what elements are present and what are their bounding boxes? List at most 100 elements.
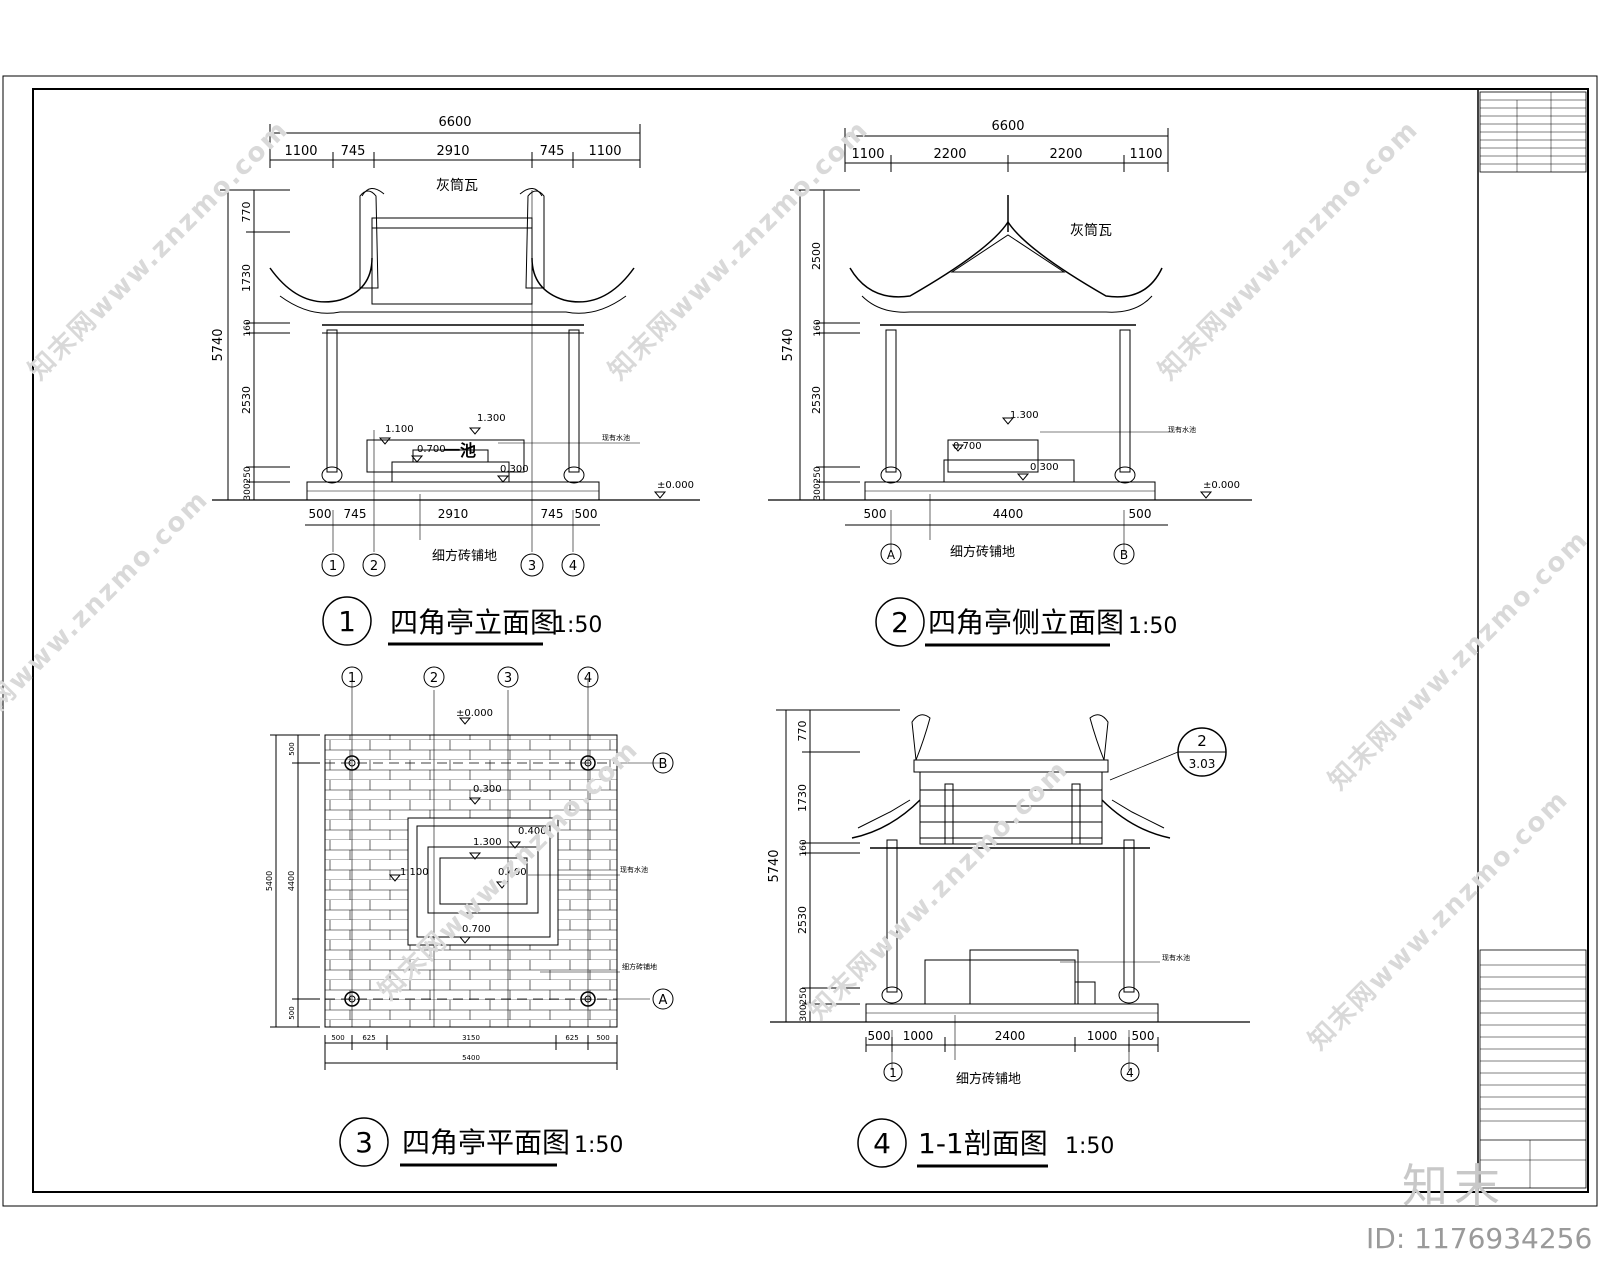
- v1-left-dim: 160: [243, 319, 253, 336]
- v4-left-dim: 160: [799, 839, 809, 856]
- v1-level: 0.300: [500, 464, 529, 475]
- v2-top-total: 6600: [991, 119, 1024, 134]
- v2-left-dim: 300: [813, 483, 823, 500]
- view-plan: [270, 666, 674, 1167]
- v2-top-dim: 2200: [1049, 147, 1082, 162]
- v3-left-total: 5400: [265, 871, 274, 891]
- v3-bottom-total: 5400: [462, 1054, 480, 1062]
- v3-axis-label: B: [659, 757, 668, 772]
- v1-top-dim: 2910: [436, 144, 469, 159]
- v4-axis-label: 4: [1126, 1066, 1134, 1080]
- v1-level: 0.700: [417, 444, 446, 455]
- v2-top-dim: 1100: [1129, 147, 1162, 162]
- v4-detail-top: 2: [1197, 732, 1207, 750]
- v2-title-number: 2: [891, 606, 909, 639]
- v4-left-dim: 1730: [796, 784, 809, 812]
- v1-top-total: 6600: [438, 115, 471, 130]
- v1-axis-label: 1: [329, 559, 337, 574]
- v3-left-dim: 500: [288, 742, 296, 755]
- image-id-tag: ID: 1176934256: [1366, 1222, 1593, 1255]
- outer-frame: [2, 75, 1598, 1207]
- v4-title-number: 4: [873, 1127, 891, 1160]
- v4-left-dim: 250: [799, 987, 809, 1004]
- v4-title: 1-1剖面图: [918, 1127, 1048, 1160]
- v1-roof-label: 灰筒瓦: [436, 177, 478, 194]
- view-side-elevation: [768, 128, 1252, 647]
- v4-axis-label: 1: [889, 1066, 897, 1080]
- v4-left-dim: 2530: [796, 906, 809, 934]
- v2-scale: 1:50: [1128, 614, 1177, 639]
- v2-level: 1.300: [1010, 410, 1039, 421]
- v1-pond-text: 一池: [444, 441, 476, 460]
- v1-title-number: 1: [338, 605, 356, 638]
- v2-axis-label: B: [1120, 548, 1128, 562]
- v3-bottom-dim: 625: [565, 1034, 578, 1042]
- v3-axis-label: 2: [430, 671, 438, 686]
- v2-left-dim: 2530: [810, 386, 823, 414]
- v1-top-dim: 1100: [588, 144, 621, 159]
- v1-top-dim: 1100: [284, 144, 317, 159]
- v1-bottom-dim: 2910: [438, 507, 469, 521]
- v4-detail-bottom: 3.03: [1189, 757, 1216, 771]
- v2-level: 0.300: [1030, 462, 1059, 473]
- v2-top-dim: 2200: [933, 147, 966, 162]
- v1-axis-label: 2: [370, 559, 378, 574]
- v2-top-dim: 1100: [851, 147, 884, 162]
- v2-floor-label: 细方砖铺地: [950, 544, 1015, 560]
- v1-bottom-dim: 745: [541, 507, 564, 521]
- v1-title: 四角亭立面图: [390, 606, 558, 639]
- v1-left-total: 5740: [211, 328, 226, 361]
- v3-level: 1.100: [400, 867, 429, 878]
- title-block: [1477, 89, 1587, 1192]
- v1-bottom-dim: 745: [344, 507, 367, 521]
- v4-left-dim: 770: [796, 721, 809, 742]
- v1-axis-label: 3: [528, 559, 536, 574]
- v4-left-dim: 300: [799, 1004, 809, 1021]
- v3-level: 0.400: [498, 867, 527, 878]
- v2-bottom-dim: 500: [864, 507, 887, 521]
- v2-pond-label: 现有水池: [1168, 425, 1196, 434]
- v2-bottom-dim: 4400: [993, 507, 1024, 521]
- v3-axis-label: A: [659, 993, 668, 1008]
- v4-pond-label: 现有水池: [1162, 953, 1190, 962]
- v3-bottom-dim: 3150: [462, 1034, 480, 1042]
- v3-title: 四角亭平面图: [402, 1126, 570, 1159]
- view1-texts: 6600 1100 745 2910 745 1100 5740 770 173…: [211, 115, 694, 639]
- v2-bottom-dim: 500: [1129, 507, 1152, 521]
- v3-pond-label: 现有水池: [620, 865, 648, 874]
- v1-top-dim: 745: [341, 144, 366, 159]
- v2-left-dim: 160: [813, 319, 823, 336]
- v1-scale: 1:50: [553, 613, 602, 638]
- v3-level: ±0.000: [456, 708, 493, 719]
- v4-bottom-dim: 1000: [1087, 1029, 1118, 1043]
- v1-bottom-dim: 500: [309, 507, 332, 521]
- v1-left-dim: 770: [240, 202, 253, 223]
- v3-floor-label: 细方砖铺地: [622, 962, 657, 971]
- v3-level: 0.700: [462, 924, 491, 935]
- v1-level: 1.300: [477, 413, 506, 424]
- v3-bottom-dim: 500: [331, 1034, 344, 1042]
- v1-bottom-dim: 500: [575, 507, 598, 521]
- v3-axis-label: 1: [348, 671, 356, 686]
- v2-left-total: 5740: [781, 328, 796, 361]
- v3-axis-label: 3: [504, 671, 512, 686]
- v3-left-dim: 500: [288, 1006, 296, 1019]
- v2-roof-label: 灰筒瓦: [1070, 222, 1112, 239]
- v3-axis-label: 4: [584, 671, 592, 686]
- v2-title: 四角亭侧立面图: [928, 606, 1124, 639]
- v3-level: 0.300: [473, 784, 502, 795]
- v3-bottom-dim: 500: [596, 1034, 609, 1042]
- view3-texts: ±0.000 0.300 0.400 1.300 0.400 1.100 0.7…: [265, 671, 668, 1159]
- view4-texts: 5740 770 1730 160 2530 250 300 2 3.03 现有…: [767, 721, 1215, 1161]
- v2-level: 0.700: [953, 441, 982, 452]
- v1-left-dim: 300: [243, 483, 253, 500]
- v1-left-dim: 250: [243, 466, 253, 483]
- v1-left-dim: 2530: [240, 386, 253, 414]
- view-front-elevation: [212, 124, 700, 646]
- v2-level: ±0.000: [1203, 480, 1240, 491]
- brand-logo: 知末: [1402, 1159, 1506, 1213]
- v4-floor-label: 细方砖铺地: [956, 1071, 1021, 1087]
- v3-scale: 1:50: [574, 1133, 623, 1158]
- v3-level: 0.400: [518, 826, 547, 837]
